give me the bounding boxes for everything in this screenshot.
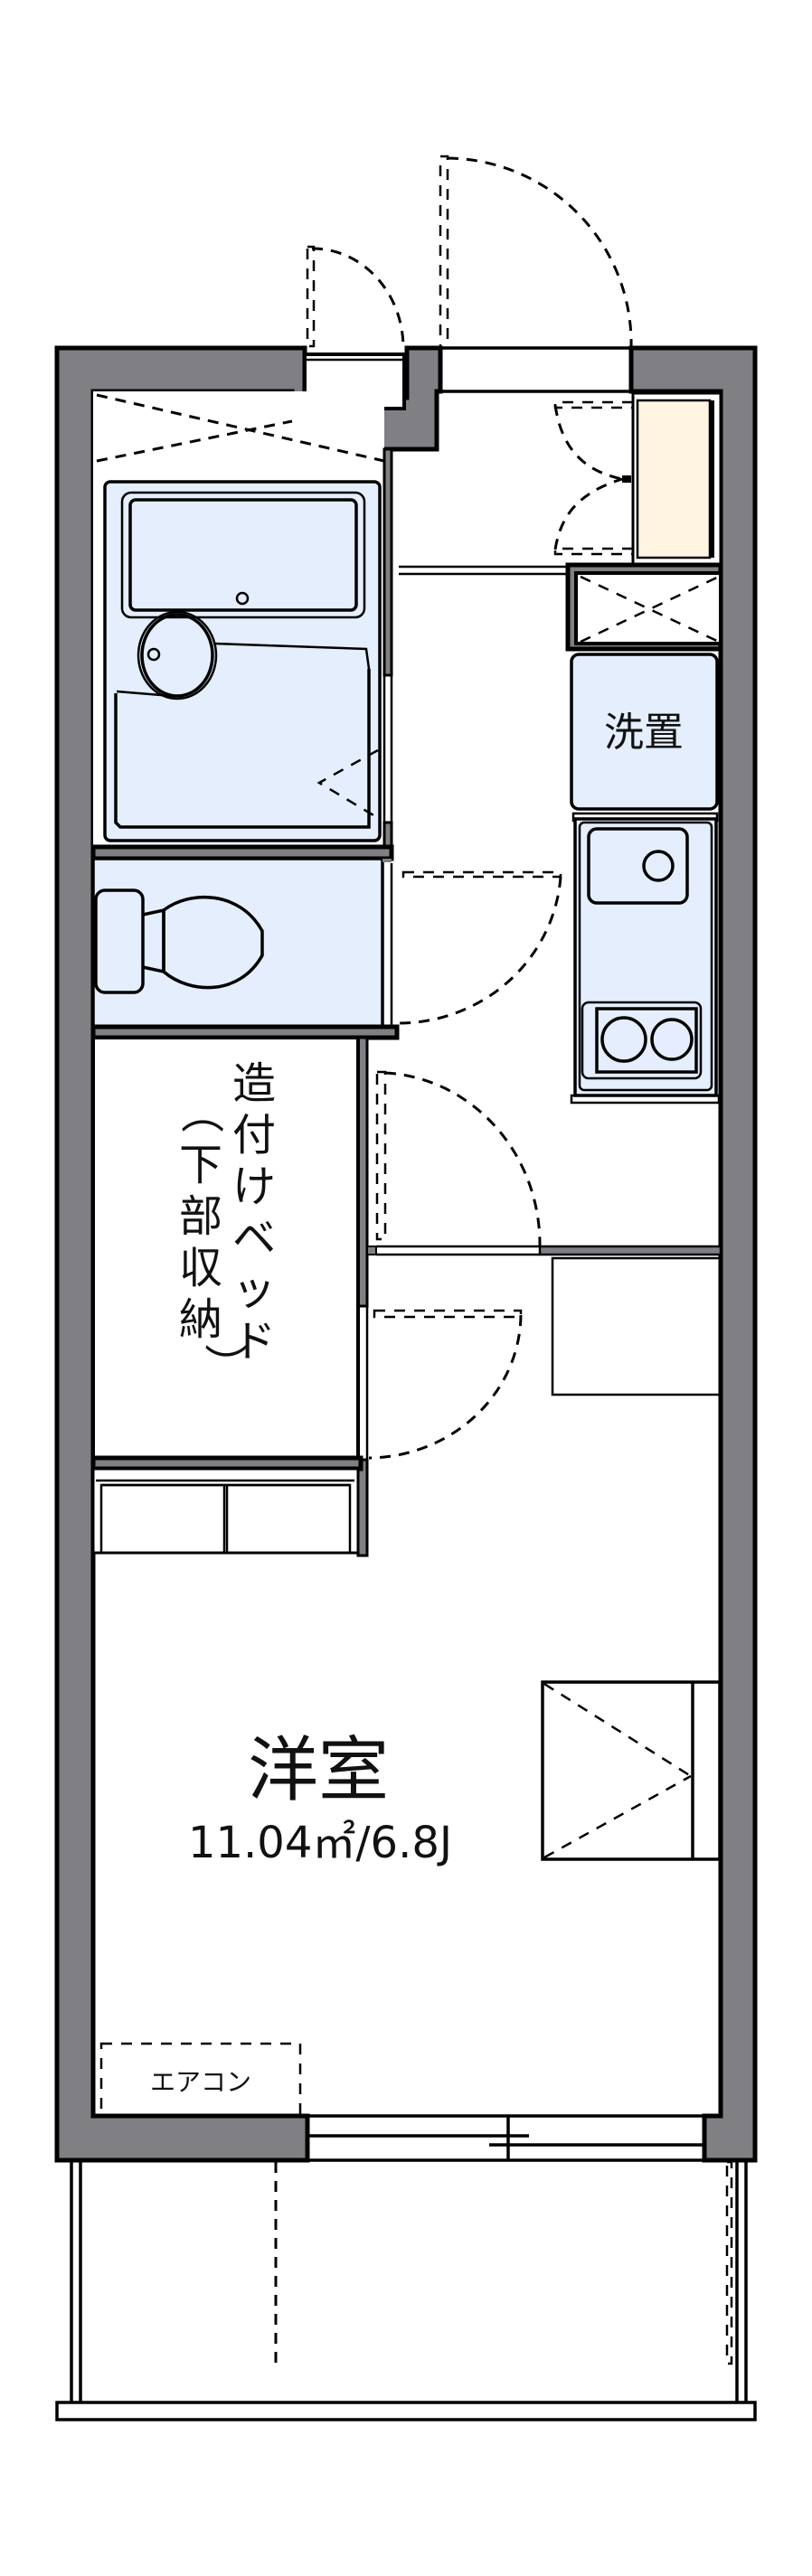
svg-text:）: ） xyxy=(199,1343,250,1387)
cabinet-door-icon xyxy=(541,1680,722,1861)
bed-door-swing-icon xyxy=(368,1309,523,1460)
svg-text:ベ: ベ xyxy=(232,1213,276,1264)
svg-text:造: 造 xyxy=(232,1058,276,1109)
shoe-box-door-swing-icon xyxy=(553,400,633,556)
svg-text:納: 納 xyxy=(179,1294,222,1345)
washer-label: 洗置 xyxy=(604,710,684,756)
built-in-bed: 造 付 け ベ ッ ド （ 下 部 収 納 ） xyxy=(91,1036,360,1460)
svg-text:ド: ド xyxy=(232,1316,276,1367)
sink-icon xyxy=(587,827,689,905)
entrance-hall xyxy=(399,391,723,652)
toilet-room xyxy=(91,857,562,1029)
western-room: 洋室 11.04㎡/6.8J エアコン xyxy=(99,1680,722,2118)
aircon-label: エアコン xyxy=(150,2067,251,2097)
storage-hatch xyxy=(574,571,722,645)
stove-icon xyxy=(581,1001,703,1080)
svg-text:付: 付 xyxy=(232,1110,276,1161)
fridge-space xyxy=(551,1256,722,1396)
basin-icon xyxy=(137,610,218,700)
room-area-label: 11.04㎡/6.8J xyxy=(188,1818,452,1868)
svg-text:収: 収 xyxy=(179,1243,222,1293)
unit-bath xyxy=(93,391,393,859)
aircon: エアコン xyxy=(99,2042,302,2118)
closet xyxy=(91,1467,360,1555)
kitchen-counter xyxy=(570,812,721,1105)
washer-space: 洗置 xyxy=(570,653,719,811)
svg-text:部: 部 xyxy=(179,1191,222,1242)
hall-walls xyxy=(356,1036,722,1557)
svg-text:ッ: ッ xyxy=(232,1264,276,1315)
bathtub-icon xyxy=(120,491,366,619)
front-door-swing-icon xyxy=(439,155,633,350)
room-door-swing-icon xyxy=(375,1070,542,1247)
bed-label-sub: （ 下 部 収 納 ） xyxy=(175,1090,250,1387)
sliding-window-icon xyxy=(307,2114,704,2162)
svg-text:け: け xyxy=(232,1161,276,1212)
toilet-icon xyxy=(94,888,264,994)
balcony xyxy=(55,2160,757,2421)
shoe-box xyxy=(631,391,722,567)
bed-label-main: 造 付 け ベ ッ ド xyxy=(232,1058,276,1367)
svg-text:（: （ xyxy=(175,1090,226,1133)
room-name-label: 洋室 xyxy=(248,1730,389,1811)
svg-text:下: 下 xyxy=(179,1140,222,1190)
meter-box-door-swing-icon xyxy=(306,245,405,349)
